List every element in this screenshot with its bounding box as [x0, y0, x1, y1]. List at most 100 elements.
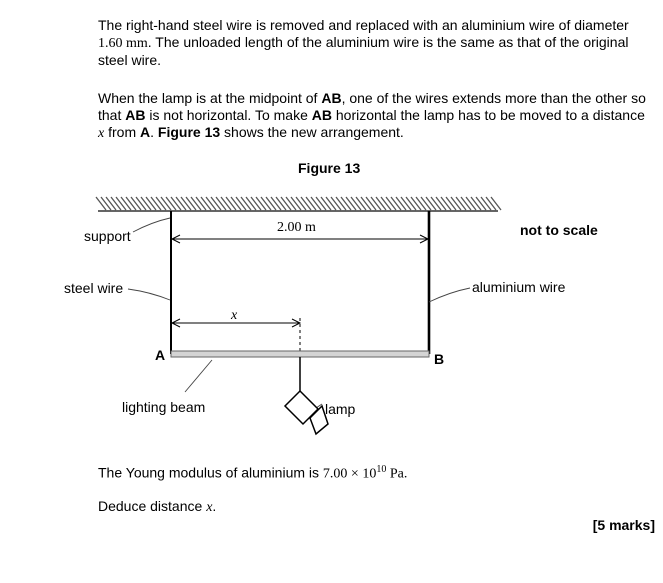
support-label: support: [84, 228, 131, 244]
length-dimension-arrow: [170, 234, 430, 244]
hatch-line: [315, 196, 327, 211]
hatch-line: [260, 196, 272, 211]
figure-title: Figure 13: [298, 160, 361, 176]
lamp-icon: [283, 357, 329, 436]
hatch-line: [330, 196, 342, 211]
hatch-line: [245, 196, 257, 211]
hatch-line: [470, 196, 482, 211]
steel-wire-label: steel wire: [64, 280, 124, 296]
hatch-line: [225, 196, 237, 211]
x-label: x: [231, 308, 238, 323]
hatch-line: [215, 196, 227, 211]
hatch-line: [130, 196, 142, 211]
point-a-label: A: [155, 347, 166, 363]
hatch-line: [400, 196, 412, 211]
hatch-line: [455, 196, 467, 211]
hatch-line: [145, 196, 157, 211]
hatch-line: [100, 196, 112, 211]
hatch-line: [95, 196, 107, 211]
hatch-line: [290, 196, 302, 211]
hatch-line: [140, 196, 152, 211]
hatch-line: [275, 196, 287, 211]
hatch-line: [445, 196, 457, 211]
hatch-line: [365, 196, 377, 211]
hatch-line: [415, 196, 427, 211]
hatch-line: [255, 196, 267, 211]
hatch-line: [375, 196, 387, 211]
lighting-beam-label: lighting beam: [122, 399, 206, 415]
hatch-line: [440, 196, 452, 211]
hatch-line: [370, 196, 382, 211]
young-modulus-text: The Young modulus of aluminium is 7.00 ×…: [98, 464, 408, 482]
hatch-line: [115, 196, 127, 211]
hatch-line: [125, 196, 137, 211]
hatch-line: [405, 196, 417, 211]
hatch-line: [360, 196, 372, 211]
hatch-line: [110, 196, 122, 211]
hatch-line: [210, 196, 222, 211]
length-label: 2.00 m: [277, 220, 316, 235]
hatch-line: [135, 196, 147, 211]
hatch-line: [235, 196, 247, 211]
hatch-line: [160, 196, 172, 211]
question-paragraph-2: When the lamp is at the midpoint of AB, …: [98, 90, 646, 141]
point-b-label: B: [434, 351, 445, 367]
hatch-line: [295, 196, 307, 211]
hatch-line: [410, 196, 422, 211]
hatch-line: [120, 196, 132, 211]
hatch-line: [355, 196, 367, 211]
diameter-value: 1.60 mm: [98, 36, 148, 51]
question-paragraph-1: The right-hand steel wire is removed and…: [98, 17, 629, 68]
hatch-line: [390, 196, 402, 211]
hatch-line: [485, 196, 497, 211]
hatch-line: [205, 196, 217, 211]
hatch-line: [265, 196, 277, 211]
hatch-line: [435, 196, 447, 211]
hatch-line: [240, 196, 252, 211]
hatch-line: [270, 196, 282, 211]
hatch-line: [300, 196, 312, 211]
hatch-line: [325, 196, 337, 211]
ceiling-support: [95, 196, 502, 212]
hatch-line: [335, 196, 347, 211]
hatch-line: [165, 196, 177, 211]
hatch-line: [180, 196, 192, 211]
hatch-line: [480, 196, 492, 211]
hatch-line: [185, 196, 197, 211]
hatch-line: [285, 196, 297, 211]
marks-label: [5 marks]: [592, 517, 655, 533]
deduce-text: Deduce distance x.: [98, 498, 217, 515]
hatch-line: [460, 196, 472, 211]
hatch-line: [230, 196, 242, 211]
hatch-line: [280, 196, 292, 211]
hatch-line: [395, 196, 407, 211]
hatch-line: [430, 196, 442, 211]
hatch-line: [320, 196, 332, 211]
aluminium-wire-label: aluminium wire: [472, 279, 566, 295]
hatch-line: [105, 196, 117, 211]
hatch-line: [345, 196, 357, 211]
hatch-line: [475, 196, 487, 211]
not-to-scale-label: not to scale: [520, 222, 598, 238]
hatch-line: [420, 196, 432, 211]
hatch-line: [155, 196, 167, 211]
hatch-line: [425, 196, 437, 211]
hatch-line: [450, 196, 462, 211]
hatch-line: [195, 196, 207, 211]
leader-lines: [127, 217, 471, 411]
hatch-line: [385, 196, 397, 211]
hatch-line: [310, 196, 322, 211]
hatch-line: [150, 196, 162, 211]
x-dimension-arrow: [170, 318, 302, 328]
hatch-line: [220, 196, 232, 211]
hatch-line: [350, 196, 362, 211]
hatch-line: [175, 196, 187, 211]
hatch-line: [380, 196, 392, 211]
hatch-line: [170, 196, 182, 211]
lighting-beam: [170, 350, 430, 358]
hatch-line: [305, 196, 317, 211]
hatch-line: [465, 196, 477, 211]
hatch-line: [200, 196, 212, 211]
lamp-label: lamp: [325, 401, 356, 417]
